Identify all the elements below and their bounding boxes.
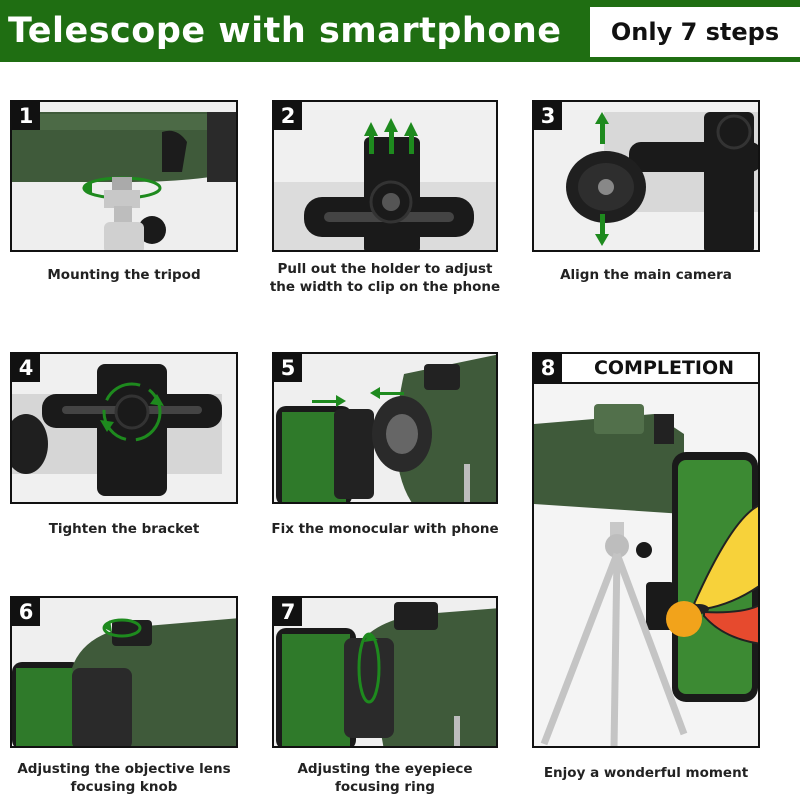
- step-5-illustration: [274, 354, 496, 502]
- step-5-panel: 5: [272, 352, 498, 504]
- steps-badge-label: Only 7 steps: [610, 18, 780, 46]
- step-8-number: 8: [534, 354, 562, 382]
- page-title: Telescope with smartphone: [8, 11, 562, 51]
- completion-label-bar: COMPLETION: [534, 354, 758, 384]
- step-3-caption: Align the main camera: [560, 267, 732, 283]
- step-3-illustration: [534, 102, 758, 250]
- step-8-panel: 8 COMPLETION: [532, 352, 760, 748]
- step-7-illustration: [274, 598, 496, 746]
- step-8-caption: Enjoy a wonderful moment: [543, 765, 749, 781]
- steps-badge: Only 7 steps: [590, 7, 800, 57]
- step-7-caption-line1: Adjusting the eyepiece: [297, 761, 473, 777]
- header-banner: Telescope with smartphone Only 7 steps: [0, 0, 800, 62]
- step-4-illustration: [12, 354, 236, 502]
- step-1-illustration: [12, 102, 236, 250]
- completion-label: COMPLETION: [593, 357, 735, 379]
- step-6-caption: Adjusting the objective lens focusing kn…: [0, 760, 248, 796]
- step-4-caption: Tighten the bracket: [48, 521, 200, 537]
- step-6-number: 6: [12, 598, 40, 626]
- step-2-number: 2: [274, 102, 302, 130]
- step-1-panel: 1: [10, 100, 238, 252]
- step-6-panel: 6: [10, 596, 238, 748]
- step-2-caption: Pull out the holder to adjust the width …: [262, 260, 508, 296]
- step-2-caption-line2: the width to clip on the phone: [269, 279, 501, 295]
- step-1-number: 1: [12, 102, 40, 130]
- step-7-caption: Adjusting the eyepiece focusing ring: [262, 760, 508, 796]
- step-7-number: 7: [274, 598, 302, 626]
- step-2-illustration: [274, 102, 496, 250]
- step-1-caption: Mounting the tripod: [47, 267, 201, 283]
- step-7-caption-line2: focusing ring: [335, 779, 435, 795]
- step-6-caption-line1: Adjusting the objective lens: [17, 761, 231, 777]
- step-7-panel: 7: [272, 596, 498, 748]
- step-5-caption: Fix the monocular with phone: [271, 521, 499, 537]
- step-2-panel: 2: [272, 100, 498, 252]
- step-3-number: 3: [534, 102, 562, 130]
- step-5-number: 5: [274, 354, 302, 382]
- step-6-caption-line2: focusing knob: [70, 779, 178, 795]
- step-3-panel: 3: [532, 100, 760, 252]
- step-4-number: 4: [12, 354, 40, 382]
- step-8-illustration: [534, 354, 758, 746]
- step-4-panel: 4: [10, 352, 238, 504]
- step-2-caption-line1: Pull out the holder to adjust: [277, 261, 493, 277]
- step-6-illustration: [12, 598, 236, 746]
